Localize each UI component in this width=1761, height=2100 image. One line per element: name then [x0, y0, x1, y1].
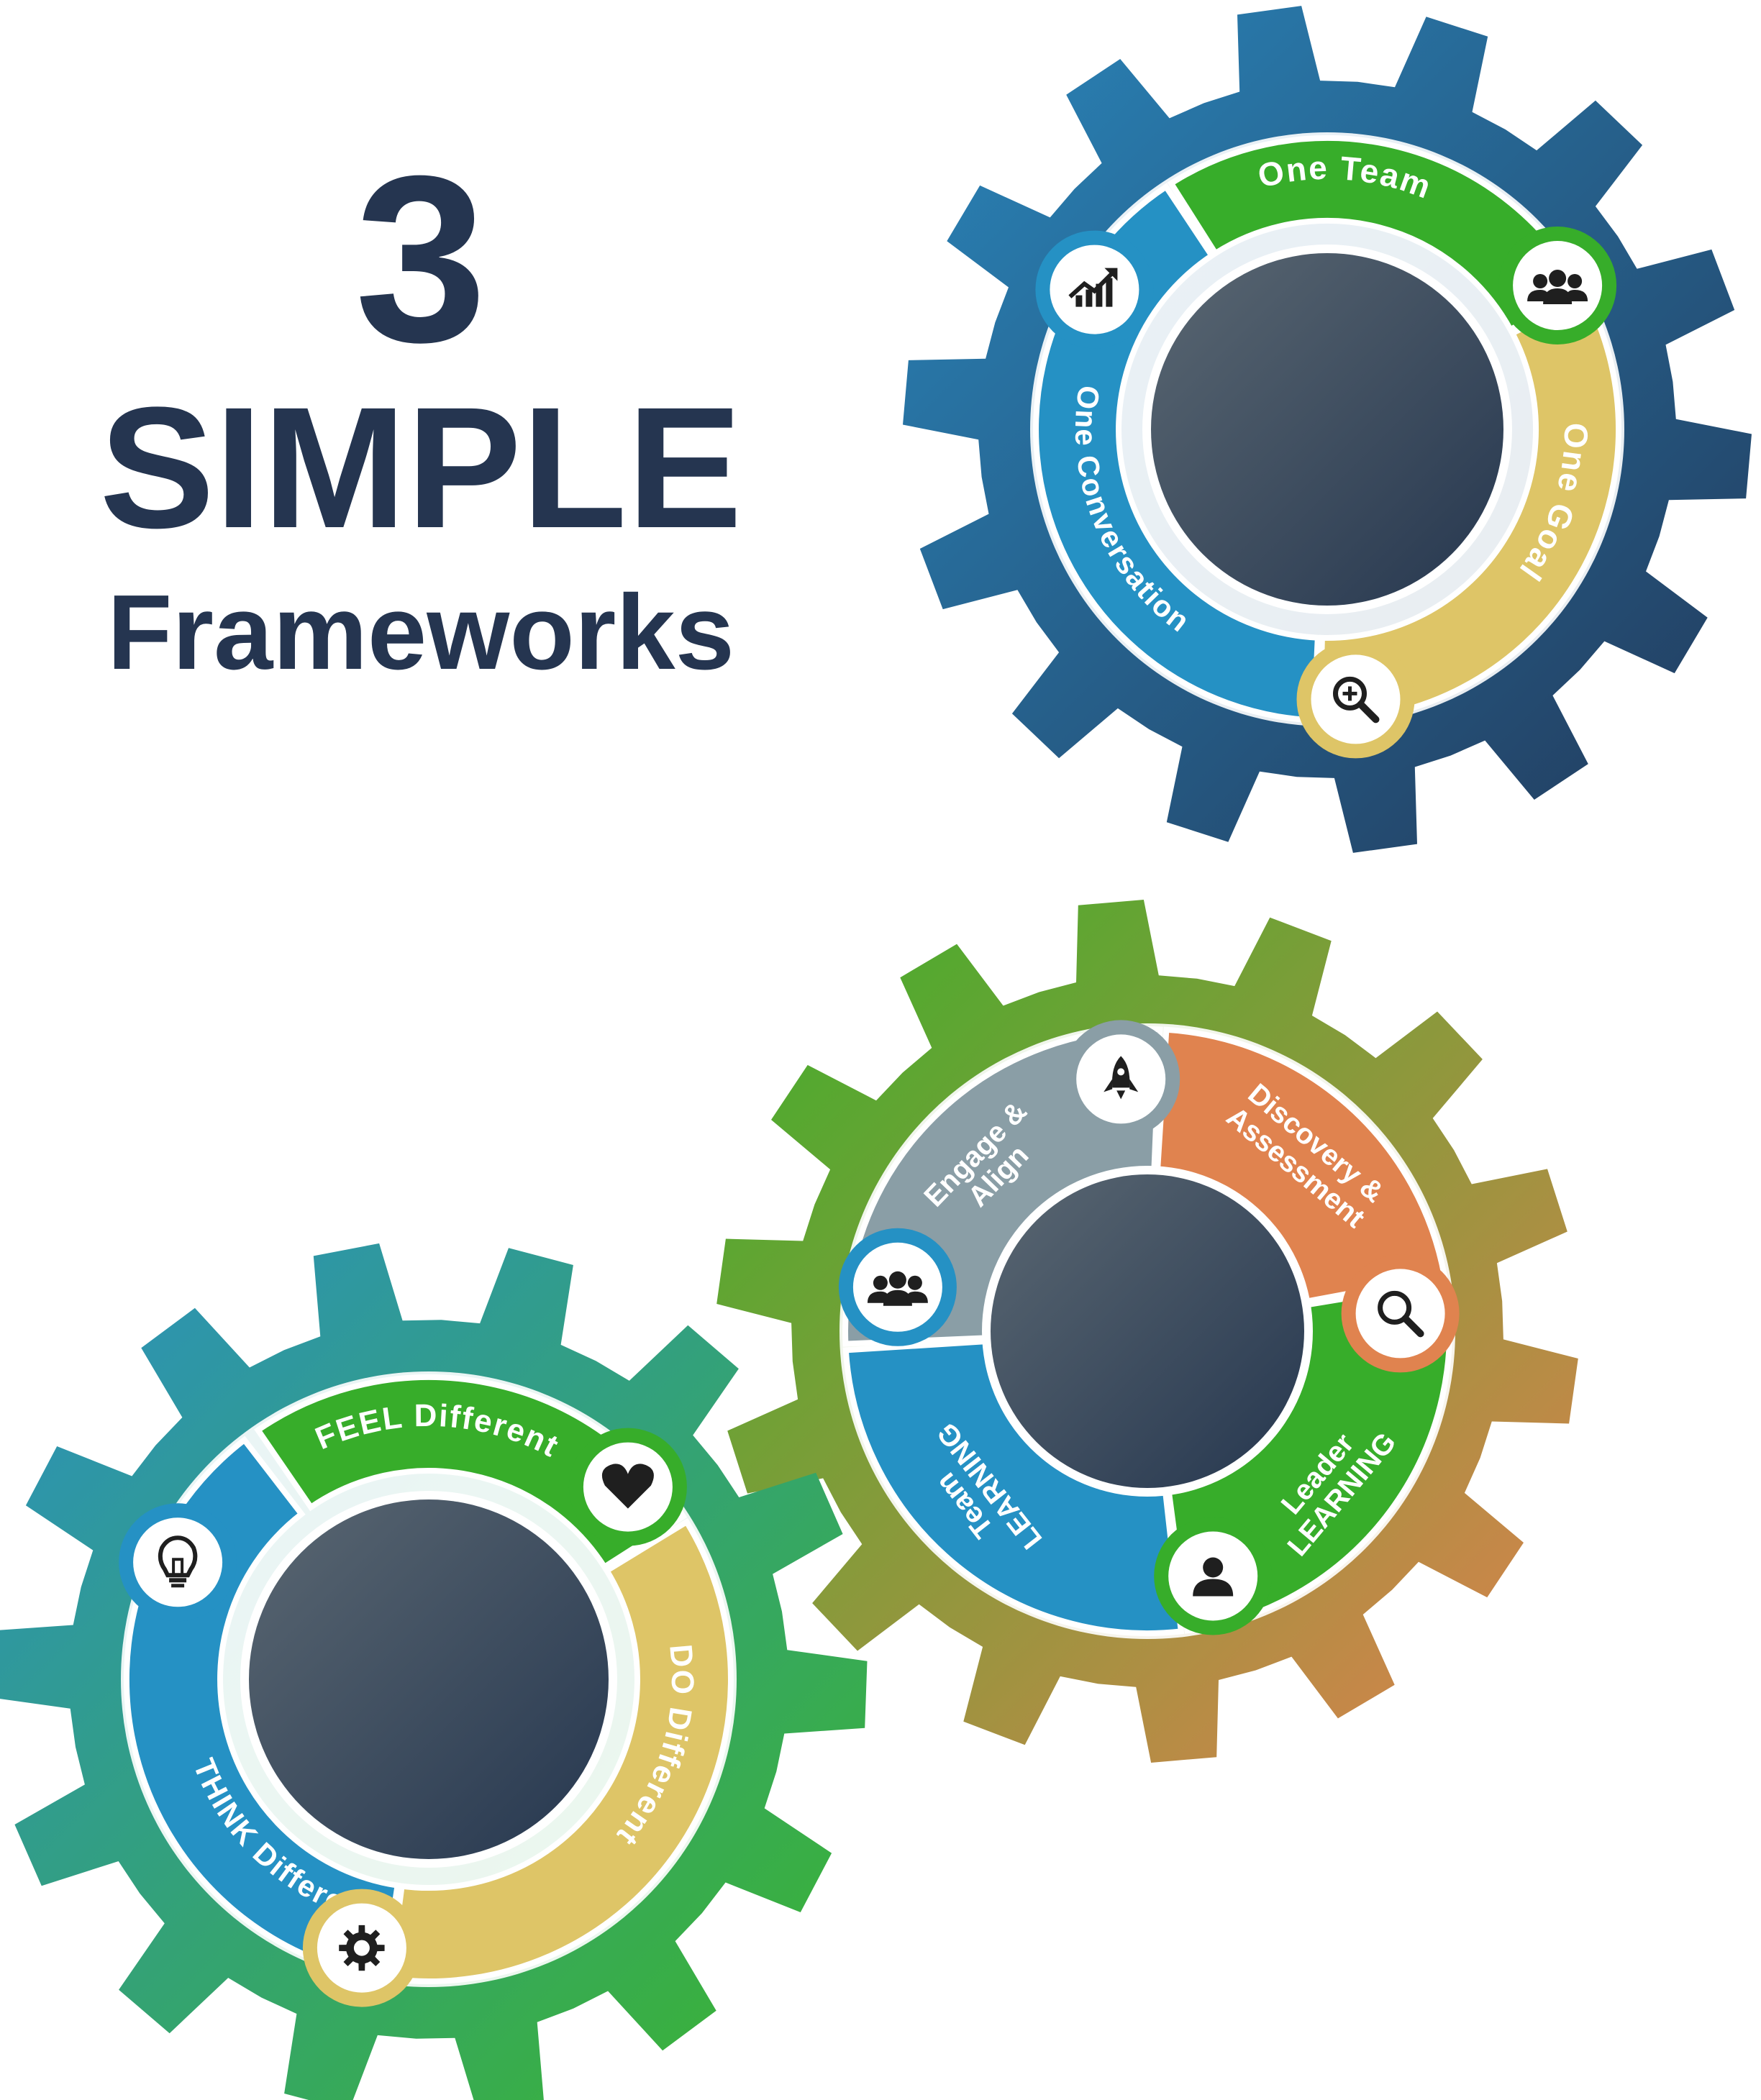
growth-chart-icon [1068, 268, 1118, 307]
group-icon [867, 1271, 928, 1306]
rocket-icon [1104, 1056, 1139, 1100]
gear-top-badge-0 [1498, 227, 1617, 344]
gear-bottom-segment-1 [386, 1517, 734, 1984]
title-line-2: Frameworks [107, 573, 734, 692]
gear-top-badge-1 [1296, 640, 1415, 759]
gear-middle-badge-3 [1062, 1020, 1180, 1138]
person-icon [1193, 1557, 1234, 1597]
lightbulb-icon [158, 1535, 198, 1588]
gear-middle-badge-0 [1341, 1254, 1460, 1373]
group-icon [1527, 270, 1588, 304]
gear-middle: Discovery &AssessmentLeaderLEARNINGTeamL… [716, 900, 1578, 1763]
gear-middle-hub [991, 1174, 1304, 1488]
gear-middle-badge-2 [838, 1228, 957, 1346]
heart-icon [601, 1464, 654, 1509]
gear-bottom-badge-0 [568, 1428, 687, 1546]
settings-gear-icon [339, 1925, 385, 1971]
search-icon [1378, 1290, 1424, 1338]
gear-bottom-badge-2 [119, 1503, 237, 1622]
title-block: 3 SIMPLE Frameworks [14, 137, 827, 698]
gear-top-badge-2 [1035, 230, 1154, 349]
zoom-in-icon [1333, 676, 1380, 723]
title-number: 3 [355, 126, 487, 391]
title-line-1: SIMPLE [99, 371, 742, 564]
gear-top-hub [1151, 253, 1503, 606]
gear-bottom-hub [249, 1499, 609, 1859]
gear-bottom-badge-1 [302, 1889, 421, 2007]
gear-middle-badge-1 [1154, 1517, 1273, 1635]
